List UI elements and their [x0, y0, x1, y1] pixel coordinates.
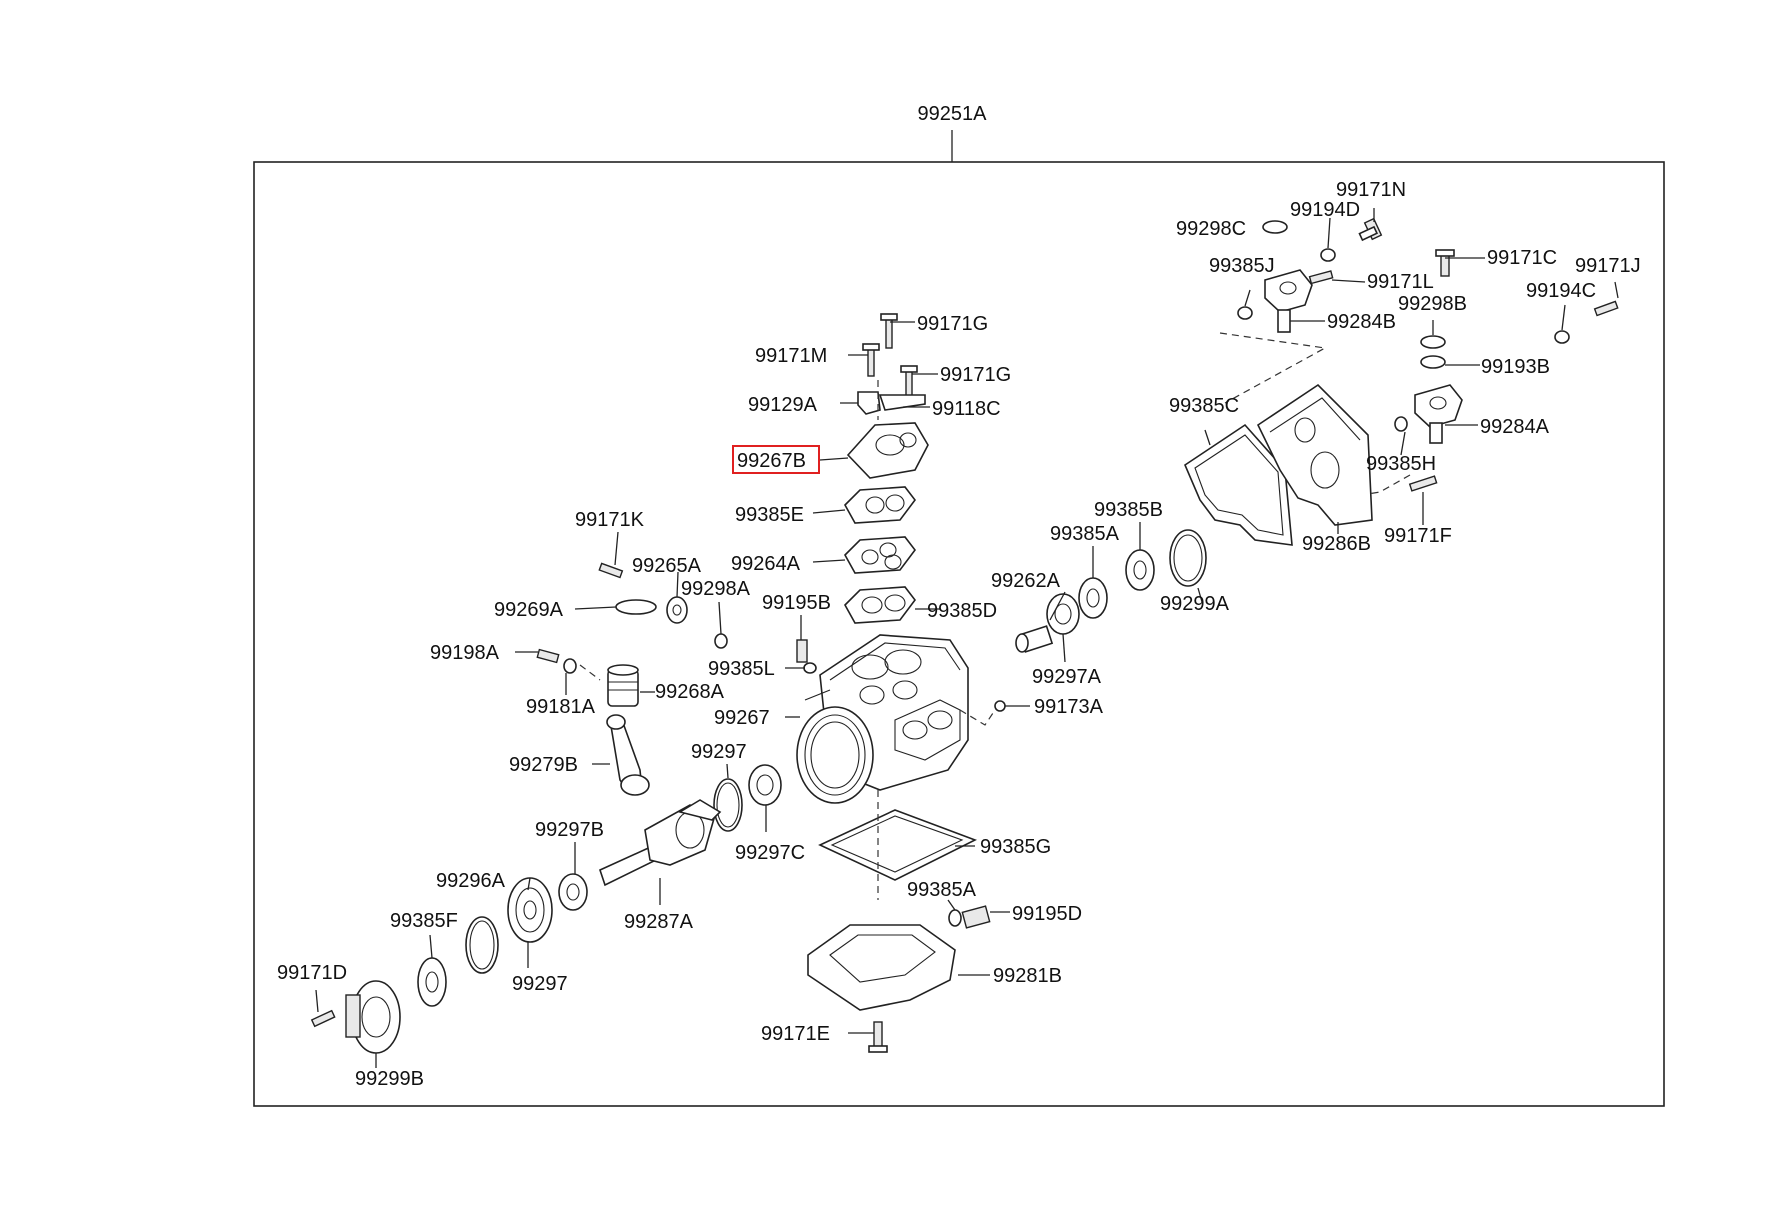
label-99299A[interactable]: 99299A: [1160, 593, 1230, 615]
label-99268A[interactable]: 99268A: [655, 681, 725, 703]
label-99267B[interactable]: 99267B: [737, 450, 806, 472]
label-99298C[interactable]: 99298C: [1176, 218, 1246, 240]
rear-cover-group: [1184, 383, 1373, 546]
label-99171C[interactable]: 99171C: [1487, 247, 1557, 269]
label-99287A[interactable]: 99287A: [624, 911, 694, 933]
label-99181A[interactable]: 99181A: [526, 696, 596, 718]
assembly-label[interactable]: 99251A: [918, 103, 988, 125]
label-99297B[interactable]: 99297B: [535, 819, 604, 841]
label-99385D[interactable]: 99385D: [927, 600, 997, 622]
label-99279B[interactable]: 99279B: [509, 754, 578, 776]
label-99286B[interactable]: 99286B: [1302, 533, 1371, 555]
label-99171G-b[interactable]: 99171G: [940, 364, 1011, 386]
label-99385G[interactable]: 99385G: [980, 836, 1051, 858]
label-99296A[interactable]: 99296A: [436, 870, 506, 892]
label-99129A[interactable]: 99129A: [748, 394, 818, 416]
label-99171G-a[interactable]: 99171G: [917, 313, 988, 335]
label-99173A[interactable]: 99173A: [1034, 696, 1104, 718]
label-99297A[interactable]: 99297A: [1032, 666, 1102, 688]
bolt-99171N-shape: [1358, 217, 1383, 242]
label-99198A[interactable]: 99198A: [430, 642, 500, 664]
upper-right-fittings: [1219, 217, 1619, 501]
label-99171M[interactable]: 99171M: [755, 345, 827, 367]
label-99385H[interactable]: 99385H: [1366, 453, 1436, 475]
crankshaft-group: [310, 764, 782, 1054]
label-99267[interactable]: 99267: [714, 707, 770, 729]
label-99385J[interactable]: 99385J: [1209, 255, 1275, 277]
label-99281B[interactable]: 99281B: [993, 965, 1062, 987]
label-99297C[interactable]: 99297C: [735, 842, 805, 864]
label-99118C[interactable]: 99118C: [932, 398, 1001, 420]
label-99298A[interactable]: 99298A: [681, 578, 751, 600]
label-99265A[interactable]: 99265A: [632, 555, 702, 577]
highlight-box: [732, 445, 820, 474]
valve-plate-stack: [844, 313, 929, 624]
label-99297-top[interactable]: 99297: [691, 741, 747, 763]
part-labels: 99171N 99194D 99298C 99385J 99171C 99171…: [277, 179, 1641, 1090]
assembly-frame: [253, 161, 1665, 1107]
piston-group: [536, 562, 728, 796]
label-99385B[interactable]: 99385B: [1094, 499, 1163, 521]
label-99299B[interactable]: 99299B: [355, 1068, 424, 1090]
label-99385F[interactable]: 99385F: [390, 910, 458, 932]
label-99284A[interactable]: 99284A: [1480, 416, 1550, 438]
label-99171F[interactable]: 99171F: [1384, 525, 1452, 547]
label-99193B[interactable]: 99193B: [1481, 356, 1550, 378]
label-99385E[interactable]: 99385E: [735, 504, 804, 526]
label-99385A-bot[interactable]: 99385A: [907, 879, 977, 901]
label-99194D[interactable]: 99194D: [1290, 199, 1360, 221]
label-99269A[interactable]: 99269A: [494, 599, 564, 621]
label-99194C[interactable]: 99194C: [1526, 280, 1596, 302]
label-99297-bot[interactable]: 99297: [512, 973, 568, 995]
label-99171L[interactable]: 99171L: [1367, 271, 1434, 293]
label-99195B[interactable]: 99195B: [762, 592, 831, 614]
label-99171D[interactable]: 99171D: [277, 962, 347, 984]
label-99298B[interactable]: 99298B: [1398, 293, 1467, 315]
label-99385C[interactable]: 99385C: [1169, 395, 1239, 417]
label-99284B[interactable]: 99284B: [1327, 311, 1396, 333]
label-99171N[interactable]: 99171N: [1336, 179, 1406, 201]
label-99262A[interactable]: 99262A: [991, 570, 1061, 592]
label-99195D[interactable]: 99195D: [1012, 903, 1082, 925]
label-99385A-top[interactable]: 99385A: [1050, 523, 1120, 545]
compressor-body-shape: [796, 634, 1006, 804]
label-99264A[interactable]: 99264A: [731, 553, 801, 575]
valve-block-99284A-shape: [1414, 384, 1463, 444]
label-99171K[interactable]: 99171K: [575, 509, 645, 531]
leader-lines: [315, 208, 1619, 1068]
valve-block-99284B-shape: [1264, 269, 1313, 333]
label-99171E[interactable]: 99171E: [761, 1023, 830, 1045]
lower-cover-group: [807, 790, 991, 1053]
label-99385L[interactable]: 99385L: [708, 658, 775, 680]
label-99171J[interactable]: 99171J: [1575, 255, 1641, 277]
